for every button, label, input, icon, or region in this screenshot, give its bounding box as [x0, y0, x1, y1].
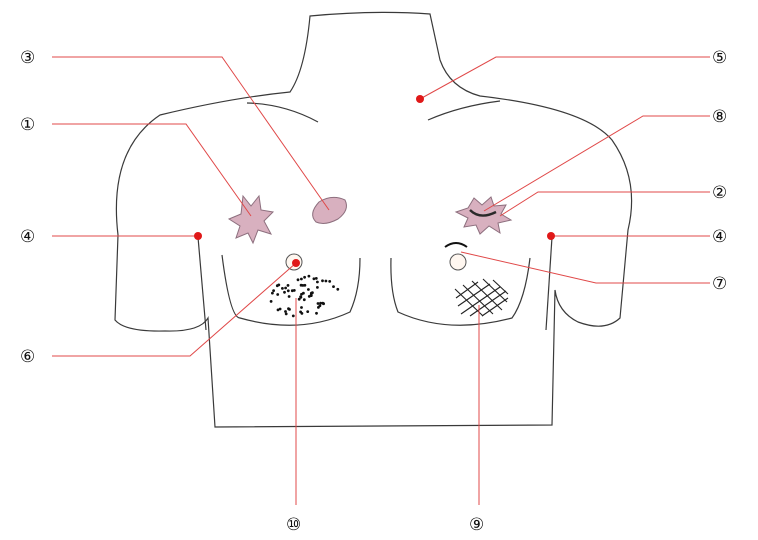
torso-outline — [115, 12, 632, 427]
stipple-dot — [300, 306, 303, 309]
stipple-dot — [271, 292, 274, 295]
callout-10: ⑩ — [286, 515, 301, 535]
stipple-dot — [302, 284, 305, 287]
leader-1 — [52, 124, 251, 216]
stipple-dot — [303, 276, 306, 279]
callout-4-right: ④ — [712, 227, 727, 247]
peau-dorange-dots — [270, 275, 339, 318]
right-collarbone — [428, 101, 500, 120]
lump-mass — [313, 197, 347, 223]
right-armpit-crease — [546, 237, 552, 330]
callout-6: ⑦ — [712, 274, 727, 294]
stipple-dot — [288, 295, 291, 298]
stipple-dot — [292, 315, 295, 318]
nipple-retraction-mark — [445, 243, 467, 247]
leader-5 — [420, 57, 710, 99]
stipple-dot — [316, 286, 319, 289]
stipple-dot — [300, 278, 303, 281]
callout-4-left: ④ — [20, 227, 35, 247]
stipple-dot — [317, 302, 320, 305]
leader-3 — [52, 57, 329, 210]
leader-lines — [52, 57, 710, 505]
left-collarbone — [247, 103, 318, 122]
stipple-dot — [332, 285, 335, 288]
stipple-dot — [302, 292, 305, 295]
stipple-dot — [310, 294, 313, 297]
right-nipple — [450, 254, 466, 270]
stipple-dot — [319, 302, 322, 305]
crosshatch-area — [455, 279, 508, 316]
stipple-dot — [277, 284, 280, 287]
stipple-dot — [299, 295, 302, 298]
callout-8: ⑧ — [712, 107, 727, 127]
stipple-dot — [301, 312, 304, 315]
stipple-dot — [315, 277, 318, 280]
leader-7 — [52, 263, 296, 356]
stipple-dot — [313, 277, 316, 280]
stipple-dot — [284, 310, 287, 313]
stipple-dot — [321, 279, 324, 282]
callout-5: ⑤ — [712, 48, 727, 68]
callout-1: ① — [20, 115, 35, 135]
marker-dot-7 — [292, 259, 300, 267]
stipple-dot — [281, 287, 284, 290]
stipple-dot — [303, 298, 306, 301]
stipple-dot — [276, 293, 279, 296]
leader-8 — [484, 116, 710, 211]
stipple-dot — [272, 289, 275, 292]
stipple-dot — [283, 291, 286, 294]
stipple-dot — [319, 304, 322, 307]
callout-3: ③ — [20, 48, 35, 68]
stipple-dot — [298, 298, 301, 301]
stipple-dot — [336, 288, 339, 291]
stipple-dot — [306, 310, 309, 313]
stipple-dot — [287, 289, 290, 292]
stipple-dot — [287, 284, 290, 287]
marker-dot-4-left — [194, 232, 202, 240]
leader-6 — [461, 252, 710, 283]
callout-9: ⑨ — [469, 515, 484, 535]
stipple-dot — [287, 307, 290, 310]
stipple-dot — [325, 280, 328, 283]
stipple-dot — [270, 300, 273, 303]
stipple-dot — [291, 289, 294, 292]
callout-7: ⑥ — [20, 347, 35, 367]
marker-dot-4-right — [547, 232, 555, 240]
stipple-dot — [308, 275, 311, 278]
stipple-dot — [277, 309, 280, 312]
stipple-dot — [284, 287, 287, 290]
stipple-dot — [285, 313, 288, 316]
irregular-lesion-left — [229, 196, 273, 243]
left-armpit-crease — [198, 237, 206, 330]
stipple-dot — [316, 281, 319, 284]
marker-dot-5 — [416, 95, 424, 103]
stipple-dot — [315, 312, 318, 315]
stipple-dot — [328, 280, 331, 283]
callout-2: ② — [712, 183, 727, 203]
stipple-dot — [297, 278, 300, 281]
stipple-dot — [307, 288, 310, 291]
leader-2 — [500, 192, 710, 216]
